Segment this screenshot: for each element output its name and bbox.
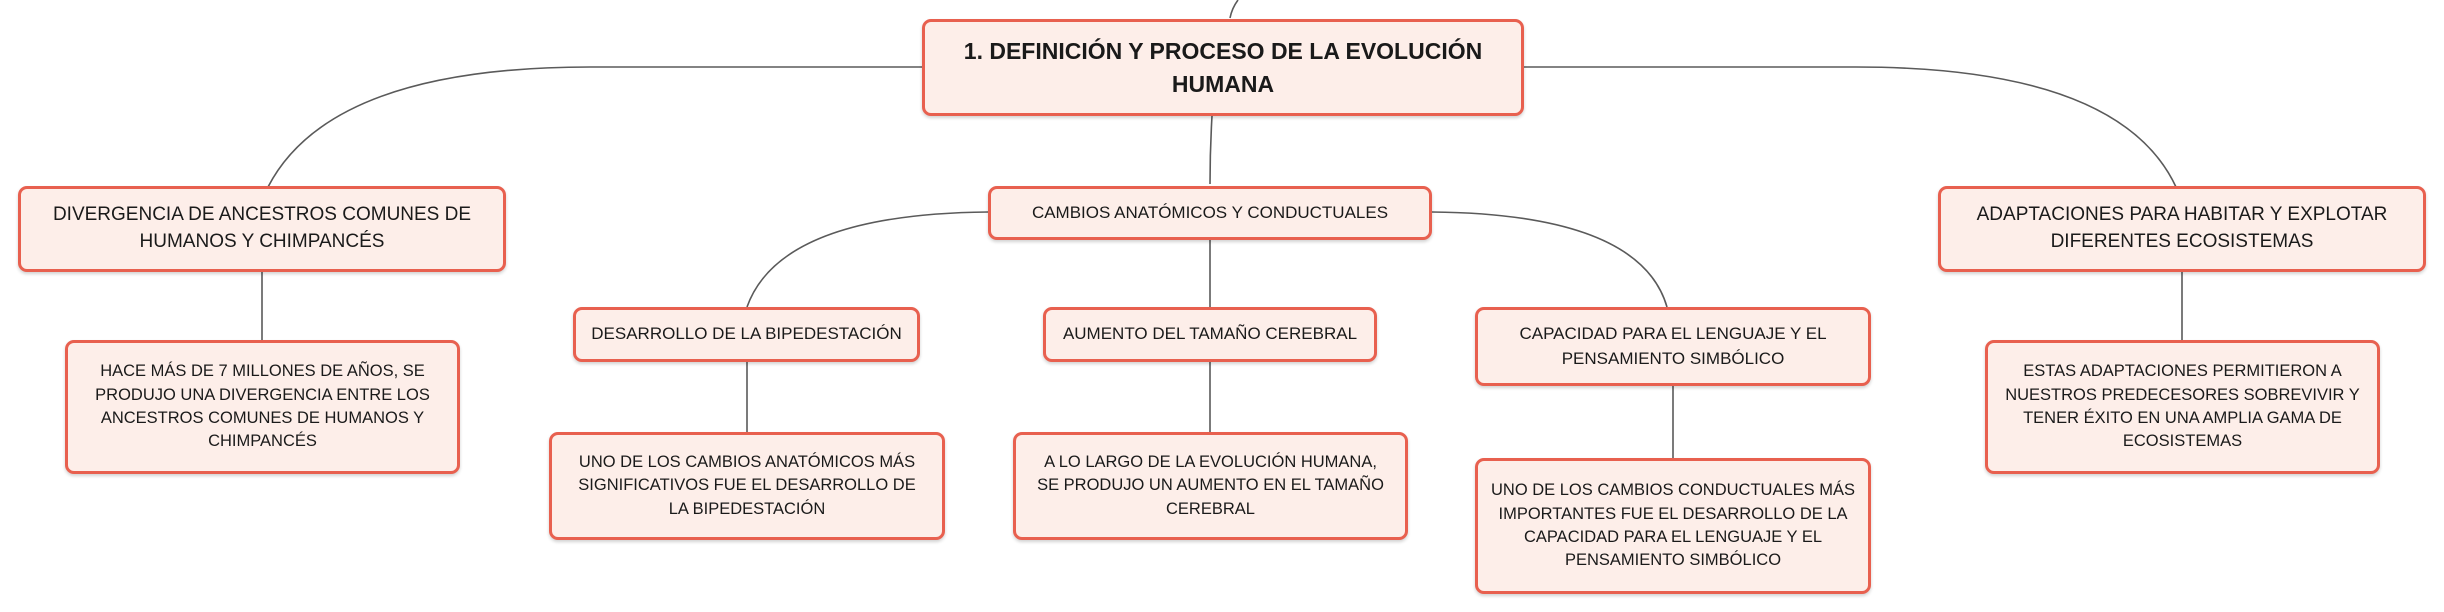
- bipedalism-topic-node[interactable]: DESARROLLO DE LA BIPEDESTACIÓN: [573, 307, 920, 362]
- connector-changes-language: [1431, 211, 1668, 308]
- language-topic-node[interactable]: CAPACIDAD PARA EL LENGUAJE Y EL PENSAMIE…: [1475, 307, 1871, 386]
- connector-changes-bipedalism: [746, 211, 989, 308]
- connector-root-divergence: [267, 66, 922, 188]
- connector-root-parent: [1229, 0, 1239, 19]
- divergence-detail-node[interactable]: HACE MÁS DE 7 MILLONES DE AÑOS, SE PRODU…: [65, 340, 460, 474]
- root-topic-node[interactable]: 1. DEFINICIÓN Y PROCESO DE LA EVOLUCIÓN …: [922, 19, 1524, 116]
- brain-size-detail-node[interactable]: A LO LARGO DE LA EVOLUCIÓN HUMANA, SE PR…: [1013, 432, 1408, 540]
- connector-root-adaptations: [1524, 66, 2177, 188]
- connector-root-changes: [1209, 115, 1213, 185]
- adaptations-topic-node[interactable]: ADAPTACIONES PARA HABITAR Y EXPLOTAR DIF…: [1938, 186, 2426, 272]
- bipedalism-detail-node[interactable]: UNO DE LOS CAMBIOS ANATÓMICOS MÁS SIGNIF…: [549, 432, 945, 540]
- changes-topic-node[interactable]: CAMBIOS ANATÓMICOS Y CONDUCTUALES: [988, 186, 1432, 240]
- brain-size-topic-node[interactable]: AUMENTO DEL TAMAÑO CEREBRAL: [1043, 307, 1377, 362]
- divergence-topic-node[interactable]: DIVERGENCIA DE ANCESTROS COMUNES DE HUMA…: [18, 186, 506, 272]
- adaptations-detail-node[interactable]: ESTAS ADAPTACIONES PERMITIERON A NUESTRO…: [1985, 340, 2380, 474]
- language-detail-node[interactable]: UNO DE LOS CAMBIOS CONDUCTUALES MÁS IMPO…: [1475, 458, 1871, 594]
